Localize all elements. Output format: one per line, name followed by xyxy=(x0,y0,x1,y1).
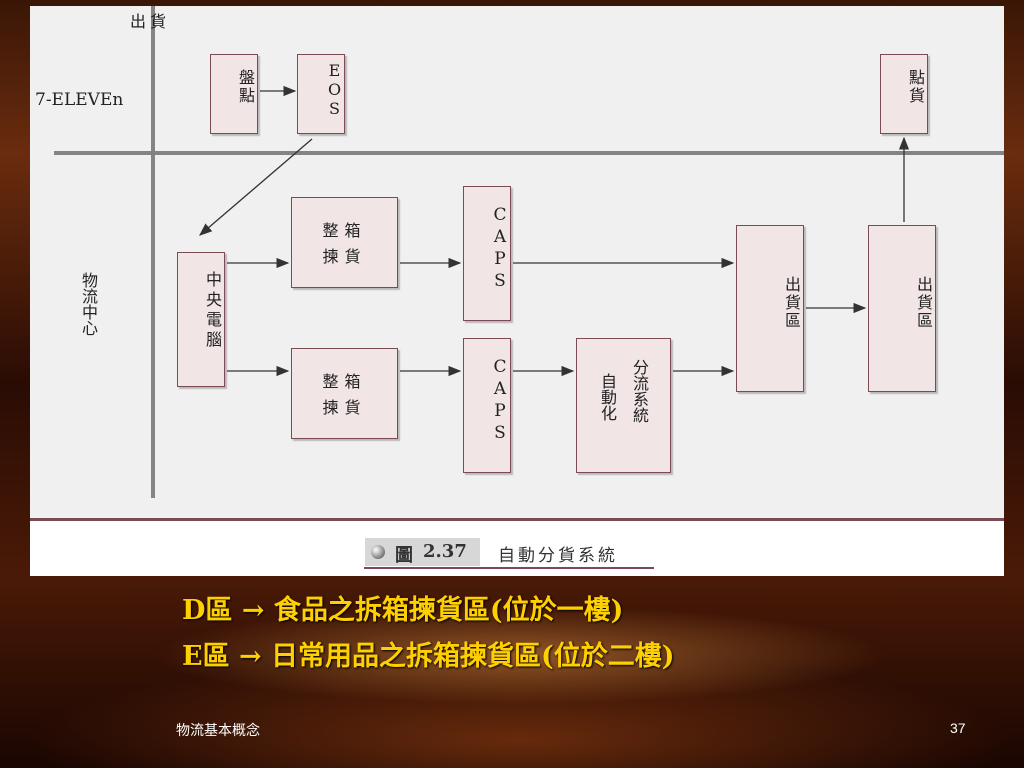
top-label: 出貨 xyxy=(130,12,171,31)
auto-sort-left-label: 自動化 xyxy=(598,373,617,421)
figure-panel: 出貨 7-ELEVEn 物流中心 盤點 EOS 點貨 中央電腦 整箱 揀貨 整箱… xyxy=(30,6,1004,576)
caps-box-lower: CAPS xyxy=(463,338,511,473)
central-computer-label: 中央電腦 xyxy=(203,271,222,351)
left-axis-line xyxy=(151,6,155,498)
count-goods-label: 點貨 xyxy=(906,69,925,105)
ship-area-2-label: 出貨區 xyxy=(914,276,933,330)
pick-box-upper: 整箱 揀貨 xyxy=(291,197,398,288)
pick-upper-label: 整箱 揀貨 xyxy=(322,221,367,266)
pick-box-lower: 整箱 揀貨 xyxy=(291,348,398,439)
figure-number: 2.37 xyxy=(423,541,467,562)
caption-underline xyxy=(364,567,654,569)
auto-sort-right-label: 分流系統 xyxy=(630,359,649,423)
store-label: 7-ELEVEn xyxy=(35,90,124,110)
figure-tag: 圖 2.37 xyxy=(365,538,480,566)
slide-line-2: E區 → 日常用品之拆箱揀貨區(位於二樓) xyxy=(182,641,675,672)
figure-title: 自動分貨系統 xyxy=(498,546,618,566)
ship-area-box-2: 出貨區 xyxy=(868,225,936,392)
ship-area-1-label: 出貨區 xyxy=(782,276,801,330)
page-number: 37 xyxy=(950,720,966,736)
auto-sort-box: 自動化 分流系統 xyxy=(576,338,671,473)
pick-lower-label: 整箱 揀貨 xyxy=(322,372,367,417)
caps-upper-label: CAPS xyxy=(490,205,510,293)
slide-line-1: D區 → 食品之拆箱揀貨區(位於一樓) xyxy=(182,595,624,626)
eos-box: EOS xyxy=(297,54,345,134)
footer-title: 物流基本概念 xyxy=(176,722,260,738)
count-goods-box: 點貨 xyxy=(880,54,928,134)
figure-bottom-rule xyxy=(30,518,1004,521)
flow-arrows xyxy=(199,85,910,377)
figure-word: 圖 xyxy=(395,545,413,566)
caps-lower-label: CAPS xyxy=(490,357,510,445)
inventory-box: 盤點 xyxy=(210,54,258,134)
diagram-area: 出貨 7-ELEVEn 物流中心 盤點 EOS 點貨 中央電腦 整箱 揀貨 整箱… xyxy=(30,6,1004,518)
arrow-eos-central xyxy=(199,138,313,236)
central-computer-box: 中央電腦 xyxy=(177,252,225,387)
inventory-label: 盤點 xyxy=(236,69,255,105)
ship-area-box-1: 出貨區 xyxy=(736,225,804,392)
store-dc-divider xyxy=(54,151,1004,155)
dc-label: 物流中心 xyxy=(79,272,98,336)
caps-box-upper: CAPS xyxy=(463,186,511,321)
bullet-icon xyxy=(371,545,385,559)
eos-label: EOS xyxy=(325,61,344,118)
